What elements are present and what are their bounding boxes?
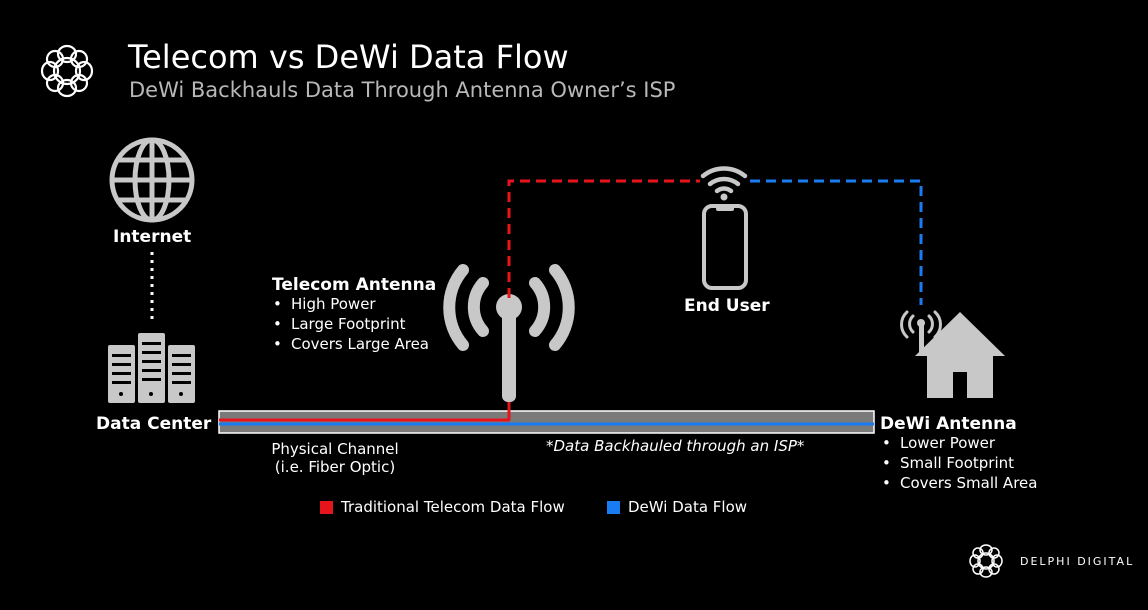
internet-label: Internet [113,227,192,247]
end-user-label: End User [684,296,770,316]
legend-item-telecom: Traditional Telecom Data Flow [320,498,565,516]
dewi-bullet: Small Footprint [882,453,1037,473]
telecom-antenna-label: Telecom Antenna [272,275,437,295]
cell-tower-icon [443,264,575,402]
dewi-flow-dashed [750,179,923,305]
telecom-bullet: High Power [273,294,429,314]
page-subtitle: DeWi Backhauls Data Through Antenna Owne… [129,78,676,102]
brand-name: DELPHI DIGITAL [1020,555,1135,568]
telecom-bullet: Covers Large Area [273,334,429,354]
legend-label-telecom: Traditional Telecom Data Flow [341,498,565,516]
channel-label-line2: (i.e. Fiber Optic) [274,458,396,476]
delphi-logo-small-icon [969,544,1003,578]
dewi-bullet: Lower Power [882,433,1037,453]
wifi-icon [700,166,748,194]
dewi-antenna-bullets: Lower Power Small Footprint Covers Small… [882,433,1037,493]
legend-swatch-dewi [607,500,620,514]
globe-icon [109,137,195,223]
backhaul-note: *Data Backhauled through an ISP* [546,437,805,455]
telecom-flow-dashed [507,179,700,298]
dewi-bullet: Covers Small Area [882,473,1037,493]
channel-label-line1: Physical Channel [271,440,399,458]
smartphone-icon [702,204,748,290]
physical-channel-bar [218,410,875,434]
legend-label-dewi: DeWi Data Flow [628,498,748,516]
page-title: Telecom vs DeWi Data Flow [128,38,569,76]
legend-swatch-telecom [320,500,333,514]
legend-item-dewi: DeWi Data Flow [607,498,747,516]
delphi-logo-icon [40,44,94,98]
channel-label: Physical Channel (i.e. Fiber Optic) [250,440,420,476]
dewi-antenna-label: DeWi Antenna [880,414,1017,434]
server-icon [108,333,195,403]
home-antenna-icon [900,310,1005,398]
telecom-bullet: Large Footprint [273,314,429,334]
wifi-dot [720,193,728,201]
telecom-antenna-bullets: High Power Large Footprint Covers Large … [273,294,429,354]
data-center-label: Data Center [96,414,212,434]
